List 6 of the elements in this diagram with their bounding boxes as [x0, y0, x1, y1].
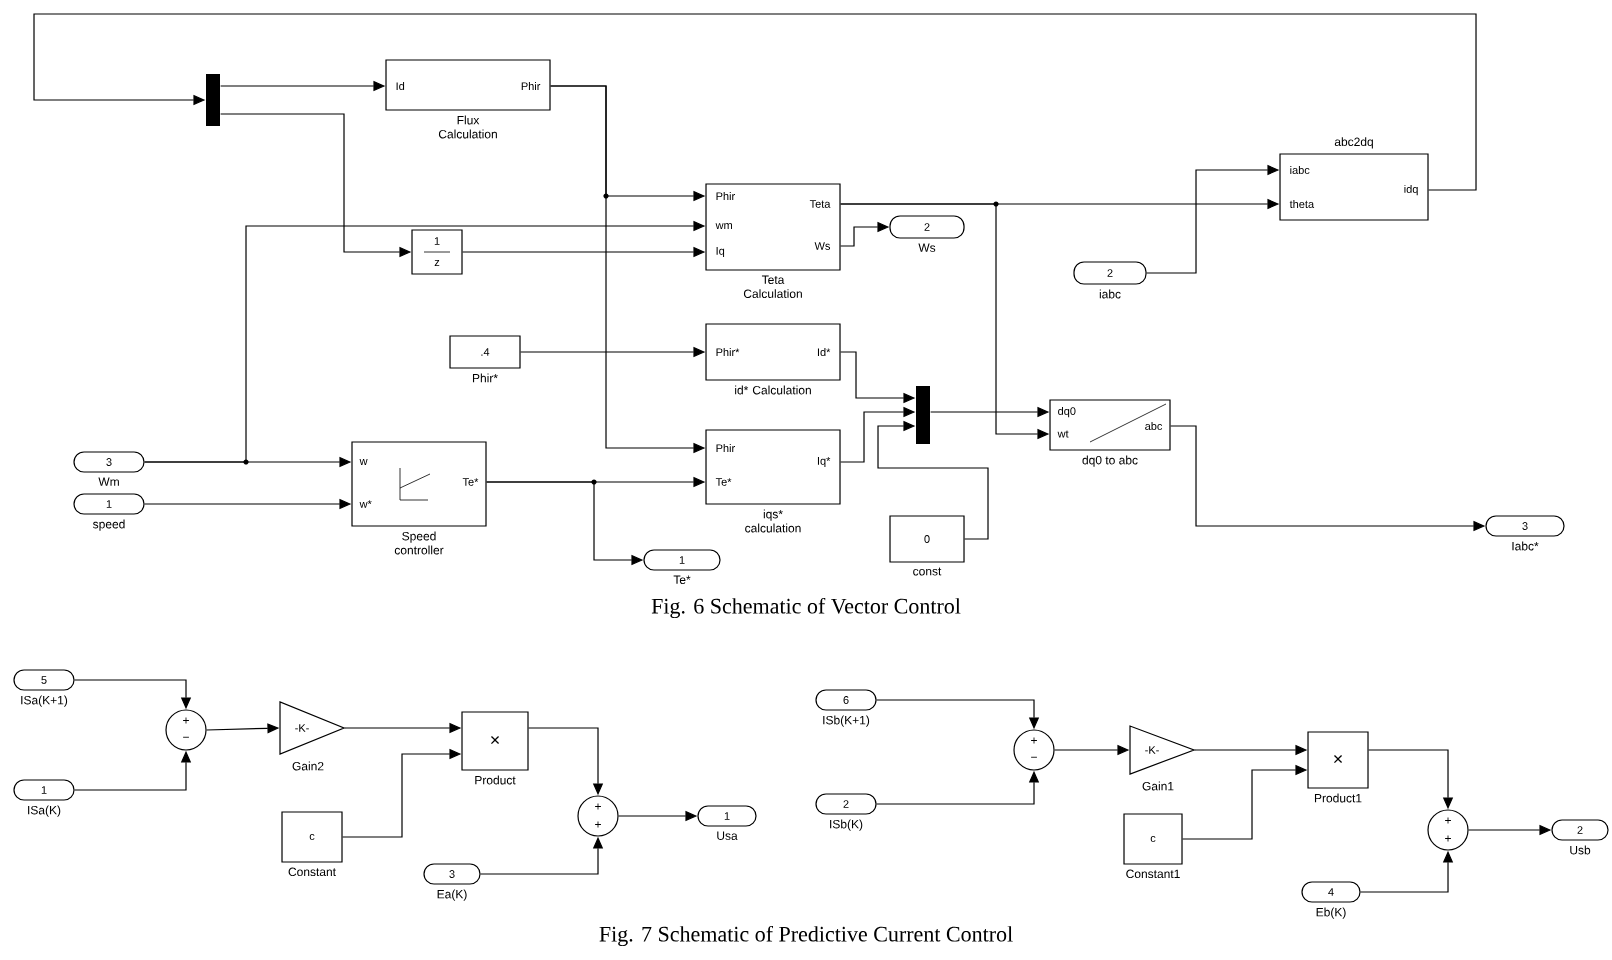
figure-caption: Fig. 6 Schematic of Vector Control [651, 597, 961, 619]
figure-caption: Fig. 7 Schematic of Predictive Current Control [599, 925, 1013, 947]
arrow [33, 13, 1477, 191]
port-label: × [1334, 755, 1343, 764]
arrow [877, 420, 989, 540]
port-label: × [491, 736, 500, 745]
